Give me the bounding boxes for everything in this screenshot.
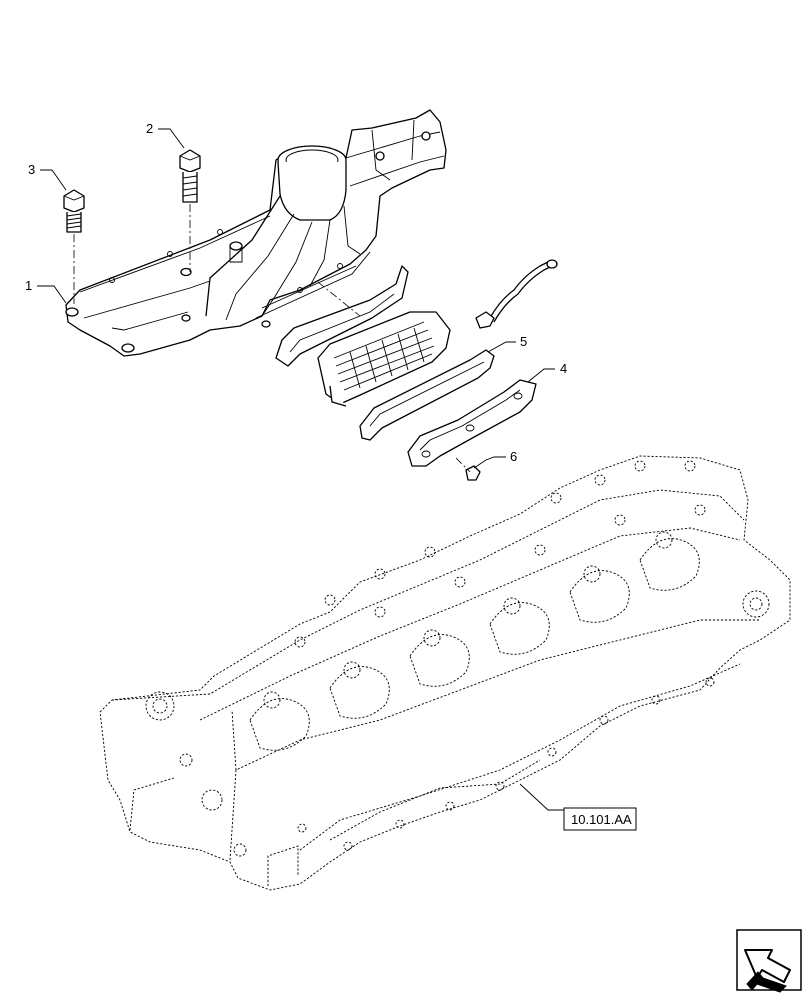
svg-text:2: 2 <box>146 121 153 136</box>
callout-2: 2 <box>146 121 185 149</box>
gasket-5 <box>359 349 495 441</box>
adapter-plate-4 <box>407 379 537 467</box>
bolt-3 <box>63 189 85 233</box>
svg-text:4: 4 <box>560 361 567 376</box>
callout-4: 4 <box>527 361 567 383</box>
callout-6: 6 <box>485 449 517 464</box>
callout-1: 1 <box>25 278 67 304</box>
reference-label: 10.101.AA <box>519 783 637 831</box>
screw-6 <box>455 457 487 481</box>
callout-5: 5 <box>487 334 527 353</box>
svg-text:5: 5 <box>520 334 527 349</box>
previous-page-arrow-icon[interactable] <box>736 929 802 993</box>
cylinder-head-phantom <box>99 455 791 891</box>
svg-text:3: 3 <box>28 162 35 177</box>
callout-3: 3 <box>28 162 67 191</box>
svg-text:1: 1 <box>25 278 32 293</box>
grid-heater <box>317 259 558 407</box>
upper-gasket <box>275 265 409 367</box>
intake-manifold <box>65 109 447 357</box>
svg-text:10.101.AA: 10.101.AA <box>571 812 632 827</box>
svg-text:6: 6 <box>510 449 517 464</box>
bolt-2 <box>179 149 201 203</box>
